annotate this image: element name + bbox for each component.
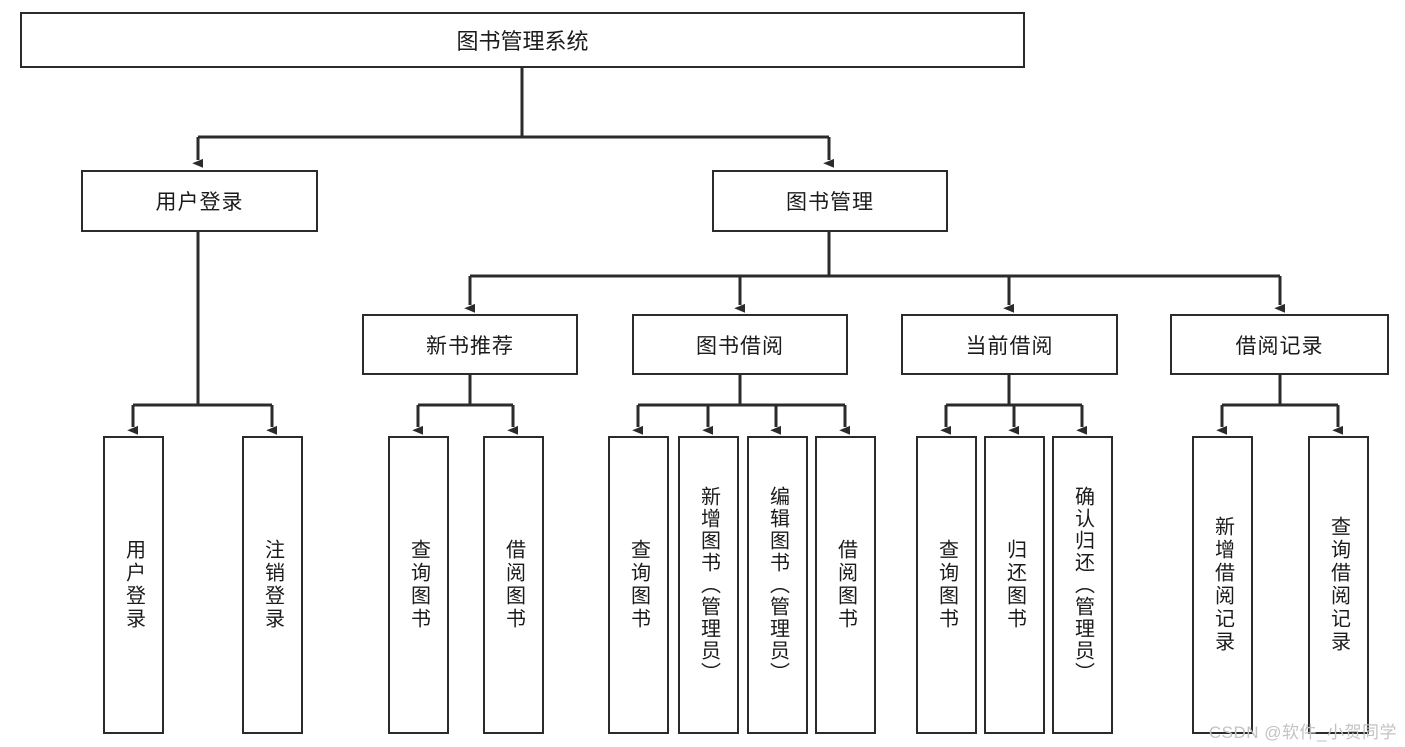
node-label: 用户登录 xyxy=(122,539,145,631)
leaf-current-confirm-return-admin[interactable]: 确认归还（管理员） xyxy=(1052,436,1113,734)
leaf-user-login-signin[interactable]: 用户登录 xyxy=(103,436,164,734)
leaf-borrow-edit-book-admin[interactable]: 编辑图书（管理员） xyxy=(747,436,808,734)
node-label: 图书借阅 xyxy=(696,334,784,358)
node-label: 图书管理系统 xyxy=(456,29,589,54)
leaf-borrow-query-book[interactable]: 查询图书 xyxy=(608,436,669,734)
node-current-borrow[interactable]: 当前借阅 xyxy=(901,314,1118,375)
node-book-borrow[interactable]: 图书借阅 xyxy=(632,314,848,375)
node-label: 查询图书 xyxy=(407,539,430,631)
node-root-system[interactable]: 图书管理系统 xyxy=(20,12,1025,68)
leaf-record-query-record[interactable]: 查询借阅记录 xyxy=(1308,436,1369,734)
leaf-recommend-borrow-book[interactable]: 借阅图书 xyxy=(483,436,544,734)
node-label: 查询借阅记录 xyxy=(1327,516,1350,654)
node-label: 注销登录 xyxy=(261,539,284,631)
leaf-user-login-logout[interactable]: 注销登录 xyxy=(242,436,303,734)
node-label: 当前借阅 xyxy=(965,334,1054,358)
leaf-record-add-record[interactable]: 新增借阅记录 xyxy=(1192,436,1253,734)
node-label: 查询图书 xyxy=(935,539,958,631)
leaf-borrow-add-book-admin[interactable]: 新增图书（管理员） xyxy=(678,436,739,734)
node-label: 新书推荐 xyxy=(426,334,514,358)
node-label: 确认归还（管理员） xyxy=(1071,486,1094,684)
node-label: 编辑图书（管理员） xyxy=(766,486,789,684)
node-label: 借阅记录 xyxy=(1235,334,1324,358)
leaf-recommend-query-book[interactable]: 查询图书 xyxy=(388,436,449,734)
node-label: 新增借阅记录 xyxy=(1211,516,1234,654)
leaf-current-query-book[interactable]: 查询图书 xyxy=(916,436,977,734)
node-book-management[interactable]: 图书管理 xyxy=(712,170,948,232)
node-label: 借阅图书 xyxy=(834,539,857,631)
node-label: 查询图书 xyxy=(627,539,650,631)
node-new-book-recommend[interactable]: 新书推荐 xyxy=(362,314,578,375)
node-label: 用户登录 xyxy=(155,191,244,214)
node-label: 借阅图书 xyxy=(502,539,525,631)
node-user-login[interactable]: 用户登录 xyxy=(81,170,318,232)
node-label: 新增图书（管理员） xyxy=(697,486,720,684)
node-label: 归还图书 xyxy=(1003,539,1026,631)
leaf-current-return-book[interactable]: 归还图书 xyxy=(984,436,1045,734)
leaf-borrow-borrow-book[interactable]: 借阅图书 xyxy=(815,436,876,734)
csdn-watermark: CSDN @软件_小贺同学 xyxy=(1208,723,1397,742)
node-label: 图书管理 xyxy=(786,191,874,214)
node-borrow-record[interactable]: 借阅记录 xyxy=(1170,314,1389,375)
